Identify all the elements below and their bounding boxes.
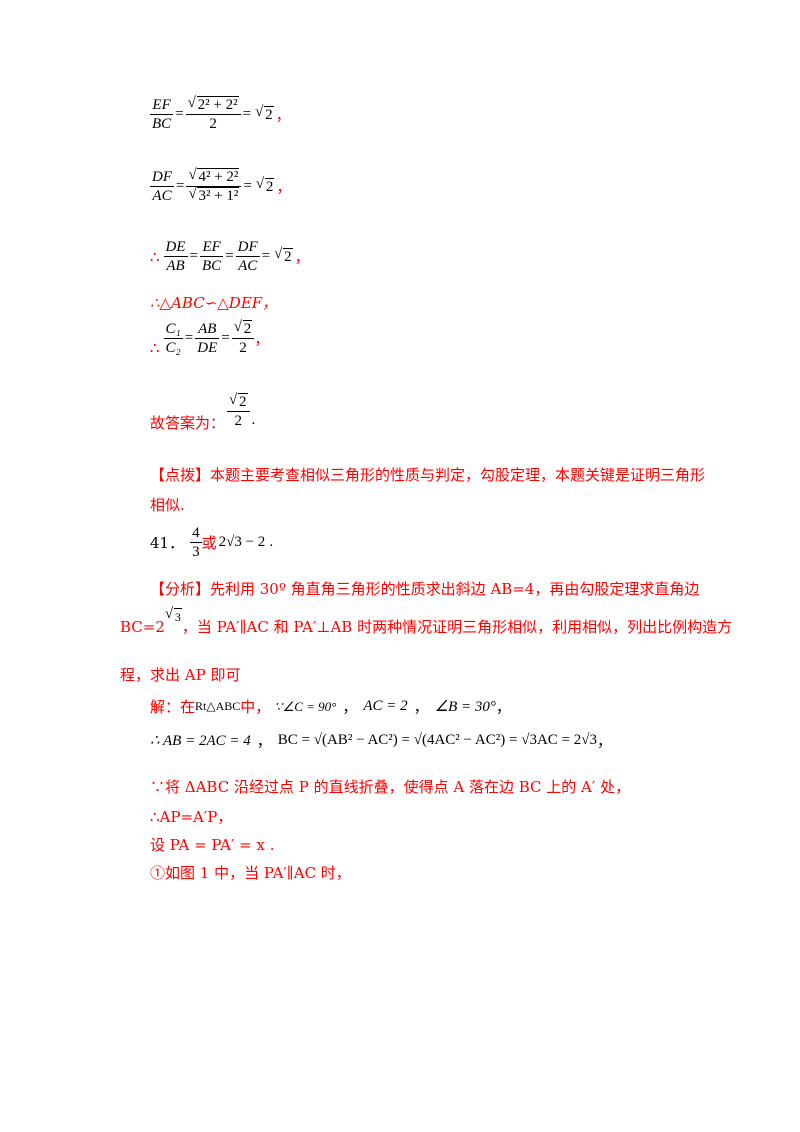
ef-bc-equation: EF BC = 2² + 2² 2 = 2 ，	[150, 94, 291, 133]
solution-line-5: 设 PA = PA′ = x .	[150, 836, 275, 854]
ef-over-bc: EF BC	[150, 97, 174, 132]
solution-line-2: ∴ AB = 2AC = 4 ， BC = √(AB² − AC²) = √(4…	[150, 732, 612, 750]
analysis-line-3: 程，求出 AP 即可	[120, 666, 241, 684]
solution-line-1: 解：在 Rt△ABC 中， ∵∠C = 90° ， AC = 2 ， ∠B = …	[150, 698, 511, 716]
ef-value-fraction: 2² + 2² 2	[185, 94, 241, 133]
solution-line-3: ∵将 ΔABC 沿经过点 P 的直线折叠，使得点 A 落在边 BC 上的 A′ …	[150, 778, 631, 796]
df-ac-equation: DF AC = 4² + 2² 3² + 1² = 2 ，	[150, 166, 291, 205]
analysis-line-1: 【分析】先利用 30º 角直角三角形的性质求出斜边 AB=4，再由勾股定理求直角…	[150, 580, 700, 598]
tip-line-2: 相似.	[150, 496, 185, 514]
answer-line: 故答案为： 22 .	[150, 390, 257, 433]
solution-line-4: ∴AP=A′P，	[150, 808, 233, 826]
similar-triangles-statement: ∴△ABC∽△DEF，	[150, 294, 278, 312]
analysis-line-2: BC=2 3 ，当 PA′∥AC 和 PA′⊥AB 时两种情况证明三角形相似，利…	[120, 606, 732, 637]
solution-line-6: ①如图 1 中，当 PA′∥AC 时，	[150, 864, 351, 882]
df-value-fraction: 4² + 2² 3² + 1²	[186, 166, 242, 205]
df-over-ac: DF AC	[150, 169, 174, 204]
tip-line-1: 【点拨】本题主要考查相似三角形的性质与判定，勾股定理，本题关键是证明三角形	[150, 466, 706, 484]
